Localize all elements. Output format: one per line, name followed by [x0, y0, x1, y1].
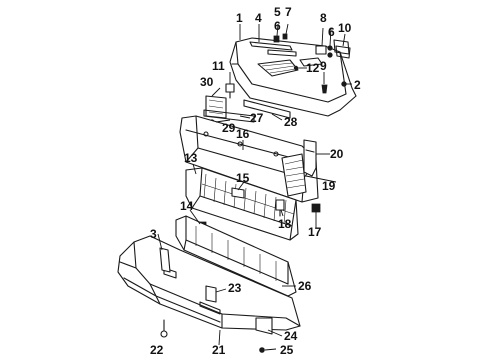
- clip-9: [321, 84, 328, 94]
- callout-2: 2: [354, 78, 361, 92]
- callout-11: 11: [212, 59, 225, 73]
- bracket-23: [205, 285, 217, 303]
- callout-13: 13: [184, 151, 198, 165]
- bracket-30: [205, 95, 227, 119]
- callout-27: 27: [250, 111, 264, 125]
- callout-5: 5: [274, 5, 281, 19]
- callout-labels: 1 4 5 7 6 8 6 10 11 12 9 2 30 29 27 28 1…: [150, 5, 361, 357]
- callout-28: 28: [284, 115, 298, 129]
- screw-2: [341, 81, 352, 87]
- retainer-28: [243, 99, 291, 119]
- bolt-25: [259, 347, 265, 353]
- callout-7: 7: [285, 5, 292, 19]
- energy-absorber-13: [185, 167, 299, 241]
- callout-19: 19: [322, 179, 336, 193]
- bracket-3: [159, 247, 171, 273]
- clip-18: [275, 199, 285, 217]
- callout-14: 14: [180, 199, 194, 213]
- callout-23: 23: [228, 281, 242, 295]
- clip-17: [311, 203, 321, 213]
- callout-6b: 6: [328, 25, 335, 39]
- tab-15: [231, 187, 245, 199]
- leader-lines: [157, 23, 346, 351]
- push-pin-12: [293, 65, 299, 71]
- callout-24: 24: [284, 329, 298, 343]
- callout-20: 20: [330, 147, 344, 161]
- callout-10: 10: [338, 21, 352, 35]
- callout-26: 26: [298, 279, 312, 293]
- panel-24: [255, 317, 273, 335]
- callout-12: 12: [306, 61, 320, 75]
- callout-29: 29: [222, 121, 236, 135]
- callout-6: 6: [274, 19, 281, 33]
- callout-9: 9: [320, 59, 327, 73]
- callout-4: 4: [255, 11, 262, 25]
- callout-22: 22: [150, 343, 164, 357]
- clip-11: [225, 83, 235, 99]
- upper-retainer-strip: [249, 41, 297, 57]
- upper-fascia-panel: [229, 37, 357, 117]
- absorber-block-19: [281, 153, 307, 197]
- retainer-clip-7: [282, 33, 288, 40]
- callout-3: 3: [150, 227, 157, 241]
- bolt-22: [160, 319, 168, 338]
- callout-30: 30: [200, 75, 214, 89]
- mount-plate-10: [335, 45, 351, 59]
- lower-strip-26: [175, 215, 297, 297]
- side-bracket-20: [303, 139, 317, 177]
- callout-8: 8: [320, 11, 327, 25]
- bracket-6: [315, 45, 327, 55]
- callout-16: 16: [236, 127, 250, 141]
- retainer-27: [203, 109, 255, 123]
- retainer-clip-5: [273, 35, 280, 43]
- callout-21: 21: [212, 343, 226, 357]
- callout-25: 25: [280, 343, 294, 357]
- callout-17: 17: [308, 225, 322, 239]
- callout-1: 1: [236, 11, 243, 25]
- callout-15: 15: [236, 171, 250, 185]
- callout-18: 18: [278, 217, 292, 231]
